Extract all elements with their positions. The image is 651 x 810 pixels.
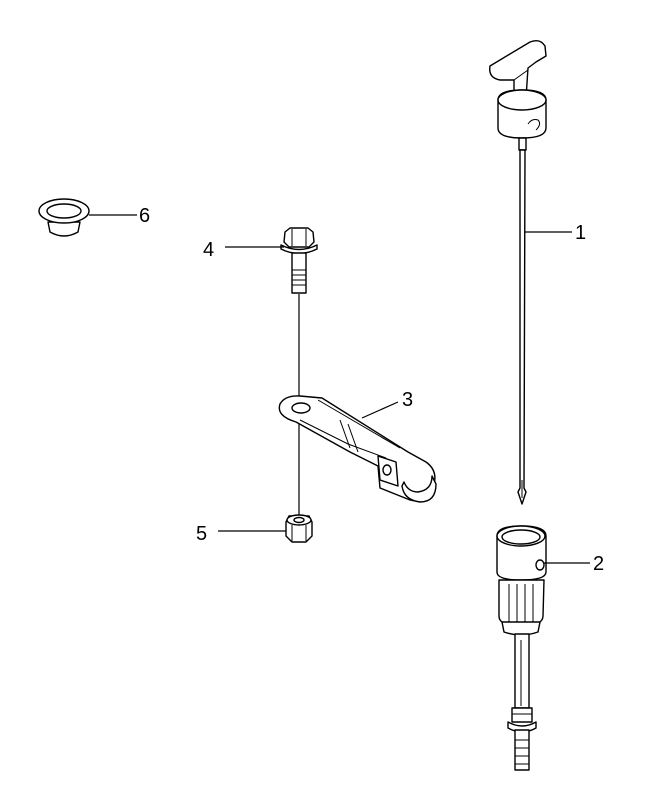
- nut-part: [285, 514, 313, 543]
- callout-label-2: 2: [593, 553, 604, 575]
- bolt-part: [280, 227, 318, 294]
- dipstick-tube-part: [496, 525, 547, 771]
- dipstick-part: [489, 39, 547, 505]
- callout-label-3: 3: [402, 389, 413, 411]
- grommet-part: [38, 198, 90, 237]
- callout-label-1: 1: [575, 222, 586, 244]
- leader-line-3: [361, 401, 399, 419]
- callout-label-5: 5: [196, 523, 207, 545]
- callout-label-6: 6: [139, 205, 150, 227]
- callout-label-4: 4: [203, 239, 214, 261]
- bracket-part: [278, 395, 437, 503]
